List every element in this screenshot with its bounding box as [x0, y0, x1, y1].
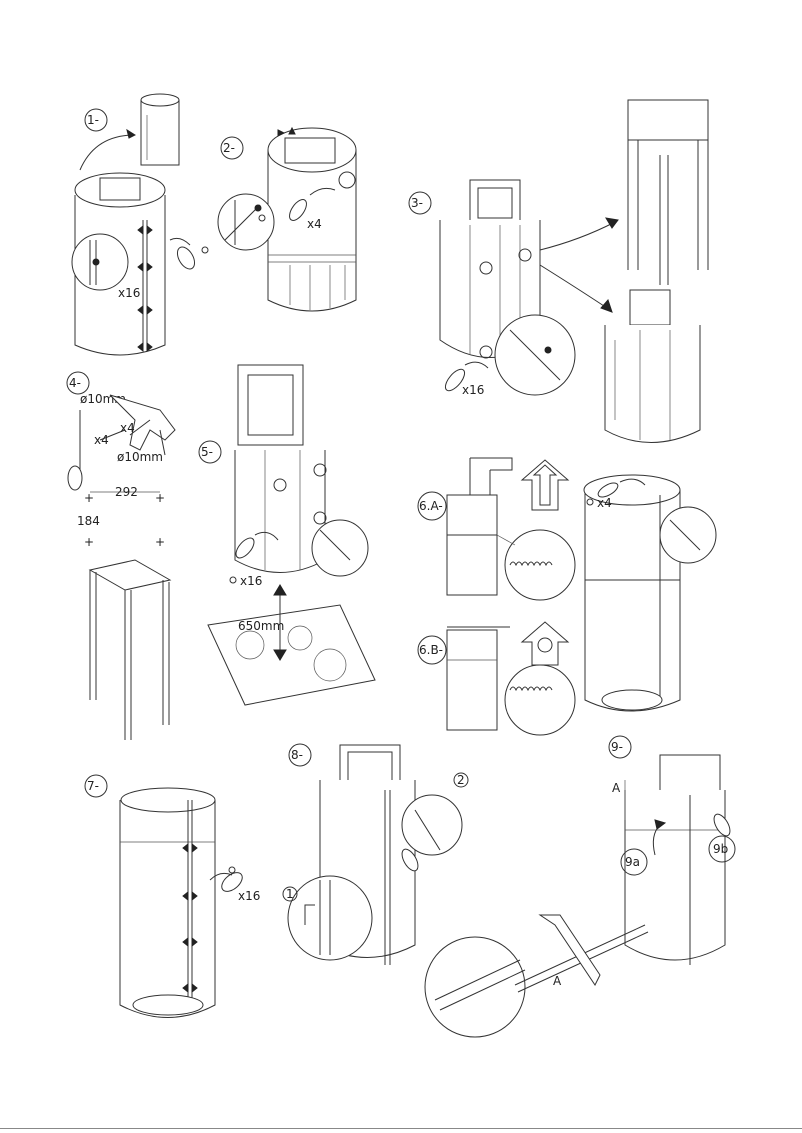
step-2-label: 2-	[223, 141, 235, 155]
step-9-9b: 9b	[713, 842, 728, 856]
step-7-x16: x16	[238, 889, 260, 903]
step-6-panel: 6.A- 6.B- x4	[417, 457, 717, 736]
step-3-panel: 3- x16	[408, 99, 709, 443]
step-5-label: 5-	[201, 445, 213, 459]
step-4-dim-292: 292	[115, 485, 138, 499]
step-4-phi10mm-a: ø10mm	[80, 392, 126, 406]
svg-text:+: +	[84, 535, 94, 549]
step-2-x4: x4	[307, 217, 322, 231]
step-9-9a: 9a	[625, 855, 640, 869]
step-9-a-bottom: A	[553, 974, 562, 988]
step-8-panel: 8- 2 1	[282, 743, 469, 965]
step-9-a-top: A	[612, 781, 621, 795]
step-1-panel: 1- x16	[71, 93, 209, 356]
step-7-panel: 7- x16	[84, 774, 260, 1018]
step-2-panel: 2- x4	[217, 126, 357, 312]
step-9-panel: 9- A 9a 9b A	[424, 735, 736, 1038]
step-5-x16: x16	[240, 574, 262, 588]
step-6a-label: 6.A-	[419, 499, 443, 513]
step-4-phi10mm-b: ø10mm	[117, 450, 163, 464]
page-bottom-rule	[0, 1128, 802, 1129]
step-4-x4-c: x4	[120, 421, 135, 435]
step-5-panel: 5- x16 650mm	[198, 364, 376, 706]
step-6b-label: 6.B-	[419, 643, 443, 657]
step-3-label: 3-	[411, 196, 423, 210]
step-4-panel: 4- ø10mm x4 x4 ø10mm 292 + + + + 184	[66, 371, 176, 740]
step-1-label: 1-	[87, 113, 99, 127]
step-4-x4-b: x4	[94, 433, 109, 447]
step-4-dim-184: 184	[77, 514, 100, 528]
step-8-n1: 1	[286, 887, 294, 901]
step-7-label: 7-	[87, 779, 99, 793]
step-5-dim-650mm: 650mm	[238, 619, 284, 633]
svg-text:+: +	[155, 491, 165, 505]
step-8-n2: 2	[457, 773, 465, 787]
step-1-x16: x16	[118, 286, 140, 300]
step-8-label: 8-	[291, 748, 303, 762]
step-6-x4: x4	[597, 496, 612, 510]
step-3-x16: x16	[462, 383, 484, 397]
svg-text:+: +	[84, 491, 94, 505]
step-9-label: 9-	[611, 740, 623, 754]
svg-text:+: +	[155, 535, 165, 549]
step-4-label: 4-	[69, 376, 81, 390]
